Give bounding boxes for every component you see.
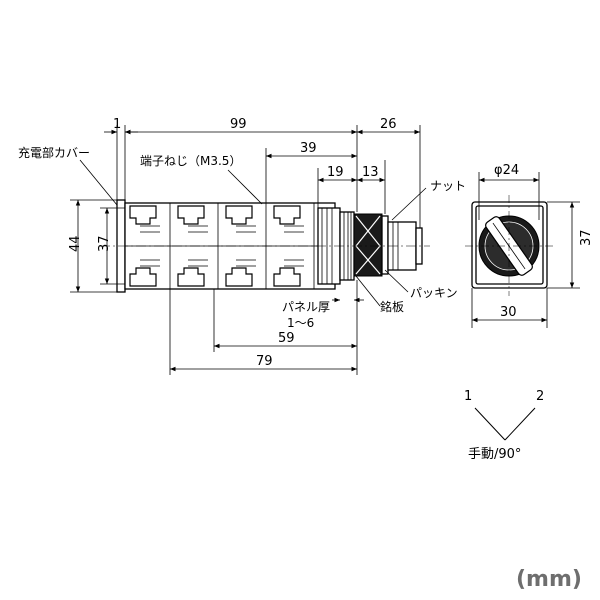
label-charging-cover: 充電部カバー — [18, 145, 90, 160]
dim-phi24: φ24 — [494, 163, 519, 178]
operation-diagram — [474, 407, 536, 441]
dim-59: 59 — [278, 331, 295, 346]
dim-30: 30 — [500, 305, 517, 320]
switch-front-view — [465, 195, 555, 296]
dim-19: 19 — [327, 165, 344, 180]
dim-37-right: 37 — [579, 229, 594, 246]
label-nut: ナット — [430, 179, 466, 193]
dim-37-left: 37 — [97, 235, 112, 252]
dim-44: 44 — [68, 235, 83, 252]
label-terminal-screw: 端子ねじ（M3.5） — [140, 154, 241, 168]
dim-13: 13 — [362, 165, 379, 180]
dim-39: 39 — [300, 141, 317, 156]
label-panel-range: 1～6 — [287, 316, 314, 330]
operation-mode: 手動/90° — [468, 447, 521, 462]
dim-99: 99 — [230, 117, 247, 132]
leader-lines — [79, 159, 427, 307]
label-nameplate: 銘板 — [380, 299, 404, 314]
operation-pos-2: 2 — [536, 389, 544, 404]
switch-side-view — [100, 199, 430, 293]
operation-pos-1: 1 — [464, 389, 472, 404]
label-packing: パッキン — [410, 286, 458, 300]
label-panel-thickness: パネル厚 — [282, 300, 330, 314]
dimension-lines — [70, 125, 580, 375]
dim-26: 26 — [380, 117, 397, 132]
dim-79: 79 — [256, 354, 273, 369]
dim-1: 1 — [113, 117, 121, 132]
unit-label: (mm) — [516, 567, 582, 592]
